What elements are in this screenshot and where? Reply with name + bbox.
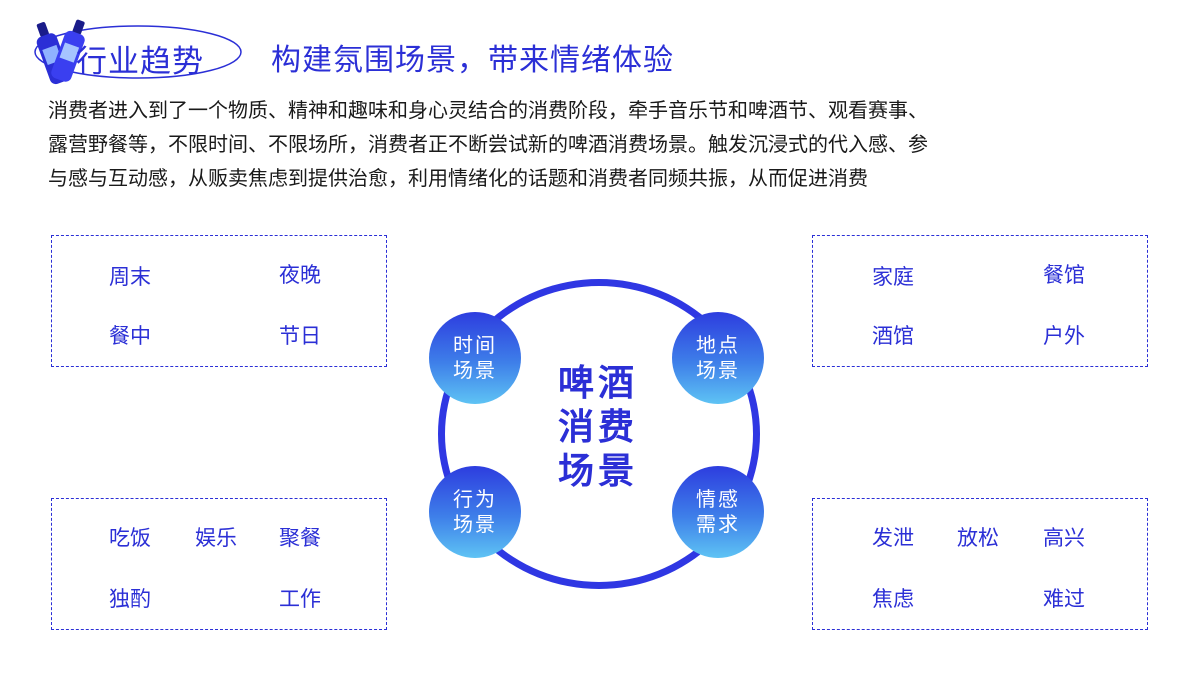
box-item: 工作 (279, 587, 321, 611)
node-label: 地点 (696, 333, 740, 357)
time-scene-node: 时间 场景 (429, 312, 521, 404)
node-label: 时间 (453, 333, 497, 357)
box-item: 发泄 (872, 526, 914, 550)
node-label: 情感 (696, 487, 740, 511)
place-scene-box: 家庭 餐馆 酒馆 户外 (812, 235, 1148, 367)
box-item: 聚餐 (279, 526, 321, 550)
center-title-line: 消费 (558, 407, 639, 448)
box-item: 节日 (279, 324, 321, 348)
section-title: 行业趋势 (76, 44, 204, 80)
intro-line: 消费者进入到了一个物质、精神和趣味和身心灵结合的消费阶段，牵手音乐节和啤酒节、观… (48, 98, 928, 122)
page-subtitle: 构建氛围场景，带来情绪体验 (271, 43, 674, 78)
place-scene-node: 地点 场景 (672, 312, 764, 404)
box-item: 夜晚 (279, 263, 321, 287)
beer-bottle-icon (34, 19, 242, 85)
center-ring (438, 279, 760, 589)
time-scene-box: 周末 夜晚 餐中 节日 (51, 235, 387, 367)
box-item: 酒馆 (872, 324, 914, 348)
box-item: 吃饭 (109, 526, 151, 550)
node-label: 需求 (696, 512, 740, 536)
center-title-line: 场景 (558, 451, 639, 492)
box-item: 餐中 (109, 324, 151, 348)
box-item: 餐馆 (1043, 263, 1085, 287)
node-label: 场景 (453, 358, 497, 382)
center-title-line: 啤酒 (558, 363, 639, 404)
header-logo (28, 16, 243, 86)
behavior-scene-box: 吃饭 娱乐 聚餐 独酌 工作 (51, 498, 387, 630)
node-label: 场景 (696, 358, 740, 382)
box-item: 高兴 (1043, 526, 1085, 550)
box-item: 家庭 (872, 265, 914, 289)
box-item: 焦虑 (872, 587, 914, 611)
emotion-need-box: 发泄 放松 高兴 焦虑 难过 (812, 498, 1148, 630)
box-item: 娱乐 (195, 526, 237, 550)
box-item: 独酌 (109, 587, 151, 611)
emotion-need-node: 情感 需求 (672, 466, 764, 558)
intro-paragraph: 消费者进入到了一个物质、精神和趣味和身心灵结合的消费阶段，牵手音乐节和啤酒节、观… (48, 93, 1158, 195)
box-item: 难过 (1043, 587, 1085, 611)
behavior-scene-node: 行为 场景 (429, 466, 521, 558)
box-item: 放松 (957, 526, 999, 550)
node-label: 场景 (453, 512, 497, 536)
box-item: 户外 (1043, 324, 1085, 348)
intro-line: 露营野餐等，不限时间、不限场所，消费者正不断尝试新的啤酒消费场景。触发沉浸式的代… (48, 132, 928, 156)
box-item: 周末 (109, 265, 151, 289)
center-title: 啤酒 消费 场景 (558, 362, 652, 494)
node-label: 行为 (453, 487, 497, 511)
intro-line: 与感与互动感，从贩卖焦虑到提供治愈，利用情绪化的话题和消费者同频共振，从而促进消… (48, 166, 868, 190)
